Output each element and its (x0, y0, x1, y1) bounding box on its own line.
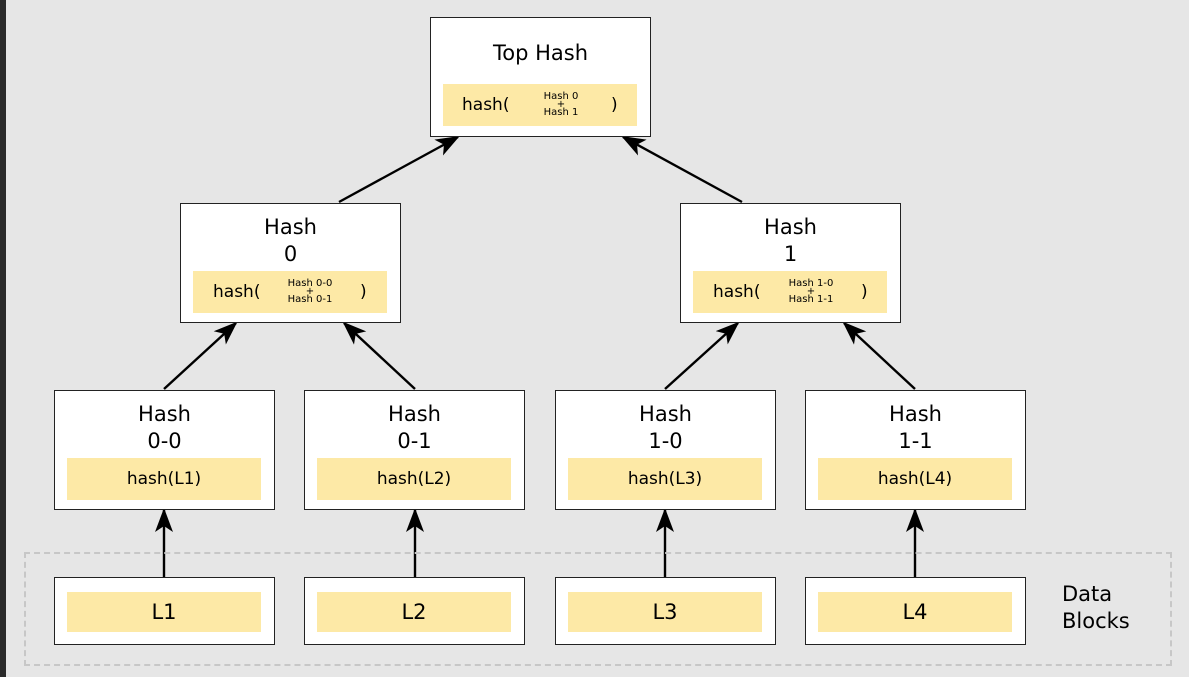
arrow-hash1-to-top (621, 135, 743, 204)
hash-1-0-node: Hash 1-0 hash(L3) (555, 390, 776, 510)
top-hash-input-a: Hash 0 (543, 91, 579, 102)
arrow-hash10-to-hash1 (664, 321, 740, 390)
hash-1-node: Hash 1 hash( Hash 1-0 + Hash 1-1 ) (680, 203, 901, 323)
top-hash-prefix: hash( (462, 95, 510, 115)
hash-0-1-node: Hash 0-1 hash(L2) (304, 390, 525, 510)
hash-0-1-formula-box: hash(L2) (317, 458, 511, 500)
data-block-l2: L2 (304, 577, 525, 645)
hash-1-1-title: Hash 1-1 (889, 402, 942, 453)
data-block-l1-label: L1 (151, 600, 177, 624)
hash-1-0-formula: hash(L3) (627, 469, 703, 489)
data-block-l3-fill: L3 (568, 592, 762, 632)
hash-0-1-formula: hash(L2) (376, 469, 452, 489)
data-block-l4-fill: L4 (818, 592, 1012, 632)
arrow-hash00-to-hash0 (163, 321, 238, 390)
data-block-l3: L3 (555, 577, 776, 645)
merkle-tree-diagram: Top Hash hash( Hash 0 + Hash 1 ) Hash 0 … (6, 0, 1189, 677)
hash-0-node: Hash 0 hash( Hash 0-0 + Hash 0-1 ) (180, 203, 401, 323)
hash-0-0-node: Hash 0-0 hash(L1) (54, 390, 275, 510)
hash-1-formula: hash( Hash 1-0 + Hash 1-1 ) (693, 271, 887, 313)
hash-0-0-title: Hash 0-0 (138, 402, 191, 453)
top-hash-close: ) (611, 95, 618, 115)
hash-1-input-b: Hash 1-1 (788, 294, 834, 305)
top-hash-formula: hash( Hash 0 + Hash 1 ) (443, 84, 637, 126)
top-hash-node: Top Hash hash( Hash 0 + Hash 1 ) (430, 17, 651, 137)
hash-1-plus: + (806, 286, 816, 297)
hash-0-formula: hash( Hash 0-0 + Hash 0-1 ) (193, 271, 387, 313)
data-block-l1: L1 (54, 577, 275, 645)
hash-0-title: Hash 0 (264, 215, 317, 266)
hash-0-0-formula-box: hash(L1) (67, 458, 261, 500)
data-blocks-frame (24, 552, 1172, 666)
hash-0-input-b: Hash 0-1 (287, 294, 333, 305)
top-hash-plus: + (556, 99, 566, 110)
hash-1-1-formula: hash(L4) (877, 469, 953, 489)
hash-0-1-title: Hash 0-1 (388, 402, 441, 453)
hash-1-0-formula-box: hash(L3) (568, 458, 762, 500)
data-block-l4: L4 (805, 577, 1026, 645)
arrow-hash01-to-hash0 (342, 321, 416, 390)
hash-1-input-a: Hash 1-0 (788, 278, 834, 289)
data-block-l2-label: L2 (401, 600, 427, 624)
hash-0-prefix: hash( (213, 282, 261, 302)
hash-1-title: Hash 1 (764, 215, 817, 266)
arrow-hash0-to-top (338, 135, 460, 204)
top-hash-input-b: Hash 1 (543, 107, 579, 118)
hash-0-input-a: Hash 0-0 (287, 278, 333, 289)
hash-0-close: ) (360, 282, 367, 302)
data-block-l4-label: L4 (902, 600, 928, 624)
hash-0-0-formula: hash(L1) (126, 469, 202, 489)
arrows-layer (155, 135, 924, 578)
hash-1-1-formula-box: hash(L4) (818, 458, 1012, 500)
data-block-l3-label: L3 (652, 600, 678, 624)
scrollbar[interactable] (0, 0, 6, 677)
data-blocks-label: Data Blocks (1062, 582, 1130, 633)
hash-0-plus: + (305, 286, 315, 297)
top-hash-title: Top Hash (492, 41, 589, 65)
hash-1-1-node: Hash 1-1 hash(L4) (805, 390, 1026, 510)
arrow-hash11-to-hash1 (842, 321, 916, 390)
data-block-l1-fill: L1 (67, 592, 261, 632)
hash-1-0-title: Hash 1-0 (639, 402, 692, 453)
data-block-l2-fill: L2 (317, 592, 511, 632)
hash-1-close: ) (861, 282, 868, 302)
hash-1-prefix: hash( (713, 282, 761, 302)
